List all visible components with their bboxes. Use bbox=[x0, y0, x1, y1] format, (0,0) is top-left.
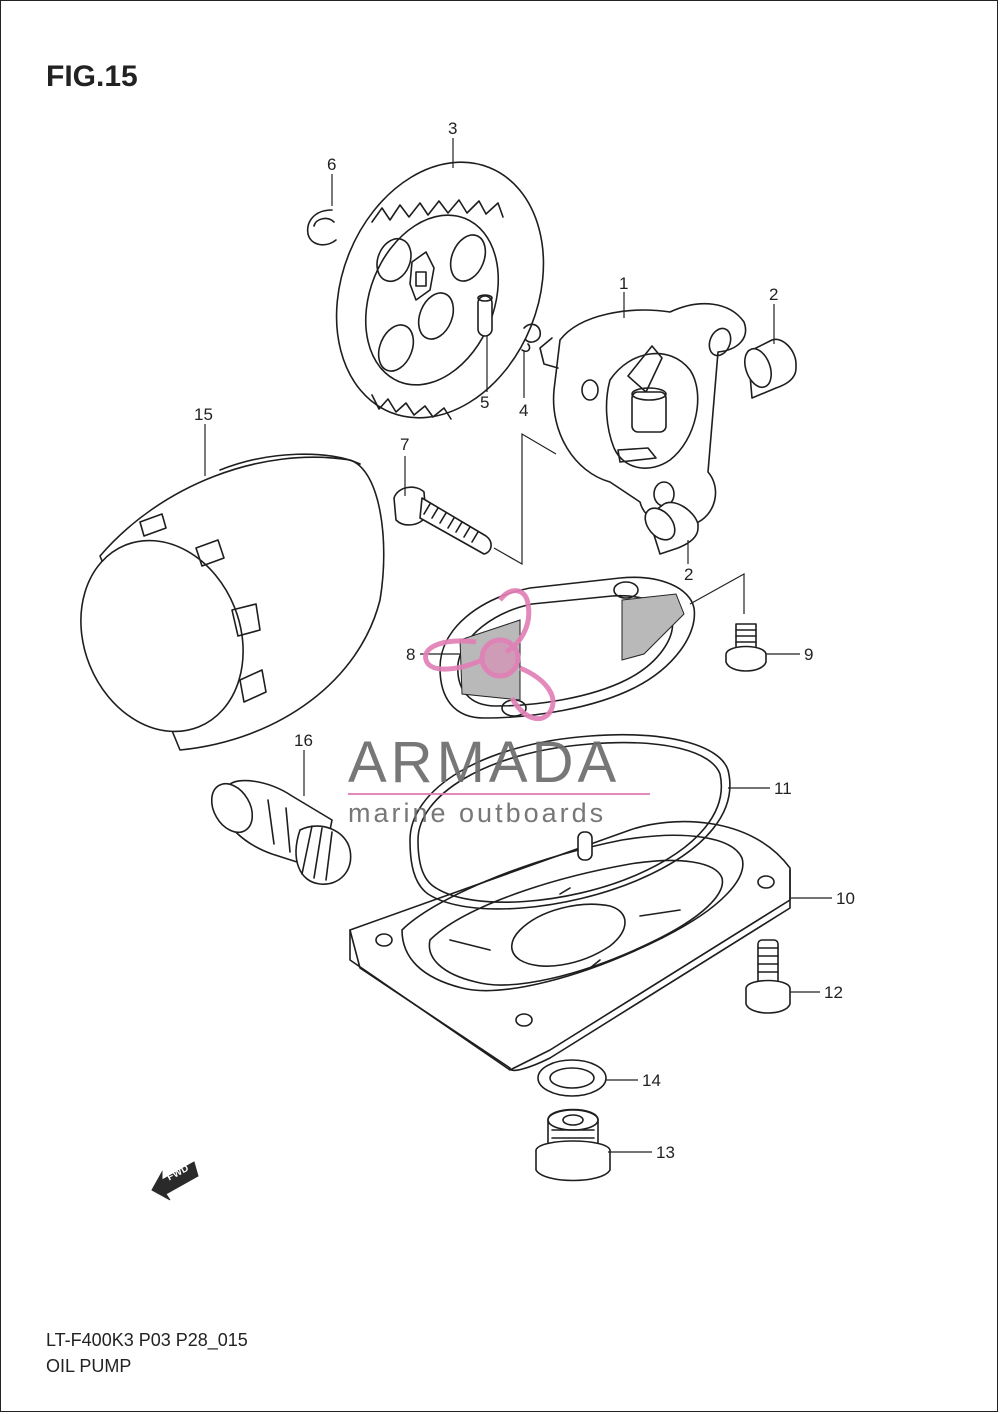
callout-16: 16 bbox=[294, 731, 313, 750]
propeller-logo-icon bbox=[423, 588, 556, 722]
part-bolt-7 bbox=[393, 432, 557, 566]
callout-10: 10 bbox=[836, 889, 855, 908]
figure-title: FIG.15 bbox=[46, 60, 138, 93]
part-gasket bbox=[409, 733, 731, 910]
callout-6: 6 bbox=[327, 155, 336, 174]
callout-5: 5 bbox=[480, 393, 489, 412]
part-dowel-2b bbox=[644, 501, 699, 555]
part-driven-gear bbox=[335, 161, 545, 420]
part-drain-plug bbox=[535, 1108, 611, 1182]
part-oil-filter bbox=[80, 453, 385, 751]
part-bolt-9 bbox=[725, 623, 767, 672]
callout-15: 15 bbox=[194, 405, 213, 424]
watermark-name: ARMADA bbox=[348, 730, 620, 795]
callout-13: 13 bbox=[656, 1143, 675, 1162]
part-washer bbox=[537, 1059, 607, 1097]
callout-8: 8 bbox=[406, 645, 415, 664]
callout-7: 7 bbox=[400, 435, 409, 454]
figure-code: LT-F400K3 P03 P28_015 bbox=[46, 1330, 248, 1350]
armada-watermark: ARMADA marine outboards bbox=[348, 588, 650, 828]
callout-1: 1 bbox=[619, 274, 628, 293]
part-pump-body bbox=[539, 302, 747, 529]
part-dowel-2a bbox=[744, 338, 797, 399]
callout-2-lower: 2 bbox=[684, 565, 693, 584]
figure-name: OIL PUMP bbox=[46, 1356, 132, 1376]
callout-11: 11 bbox=[774, 779, 792, 798]
part-pin-5 bbox=[477, 294, 493, 337]
part-oil-pan bbox=[349, 820, 791, 1072]
callout-3: 3 bbox=[448, 119, 457, 138]
forward-arrow-icon: FWD bbox=[151, 1161, 199, 1201]
part-bolt-12 bbox=[745, 939, 791, 1014]
leader-lines bbox=[204, 138, 832, 1153]
callout-2-upper: 2 bbox=[769, 285, 778, 304]
part-pressure-switch bbox=[210, 779, 352, 885]
callout-14: 14 bbox=[642, 1071, 661, 1090]
callout-12: 12 bbox=[824, 983, 843, 1002]
callout-9: 9 bbox=[804, 645, 813, 664]
callout-4: 4 bbox=[519, 401, 528, 420]
watermark-tagline: marine outboards bbox=[348, 798, 606, 828]
part-circlip-6 bbox=[306, 209, 337, 246]
